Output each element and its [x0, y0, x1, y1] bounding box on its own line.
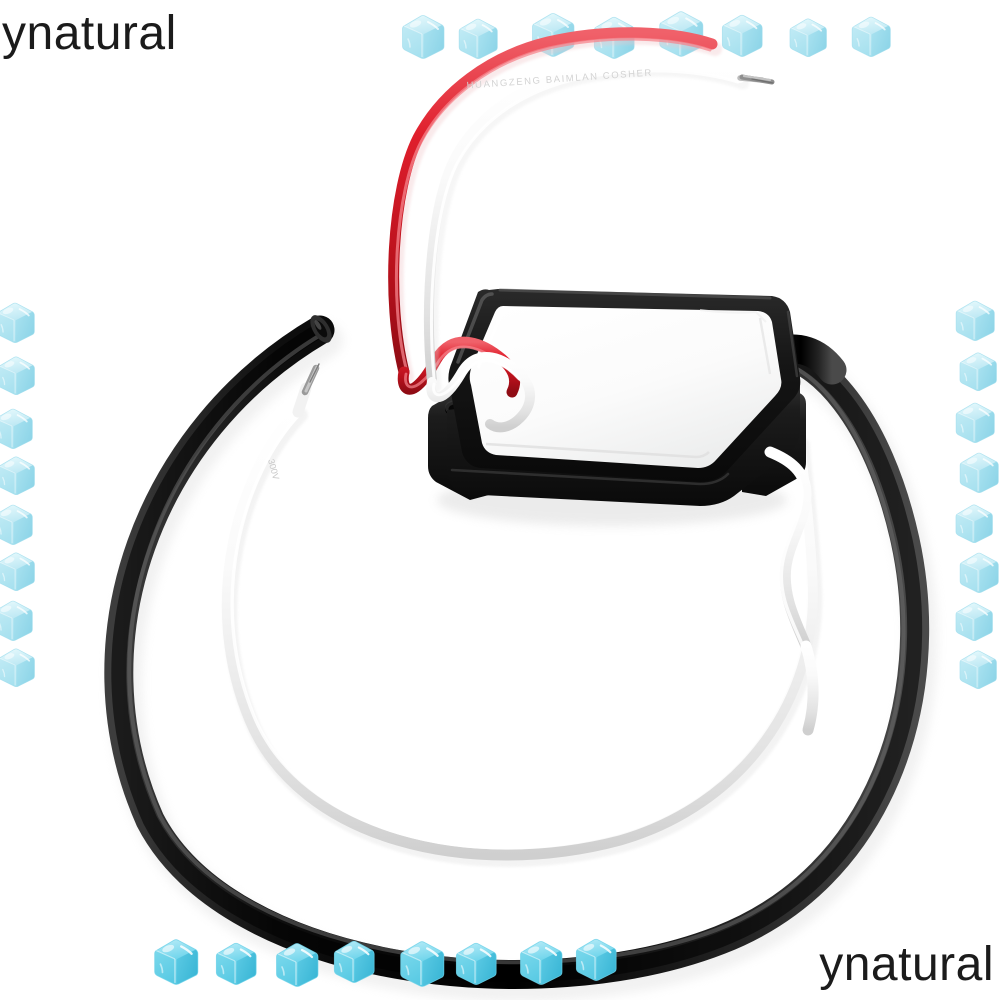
- white-lead-stripped-tip: [737, 74, 775, 85]
- watermark-bottom-right: ynatural: [819, 938, 994, 991]
- top-lead-wires: HUANGZENG BAIMLAN COSHER: [388, 27, 775, 433]
- white-lead-body: [424, 59, 745, 387]
- white-wire-stripped-tip: [292, 363, 320, 418]
- module-enclosure: [428, 288, 806, 526]
- black-cable-cut-end: [310, 315, 332, 343]
- white-wire-right-exit: [764, 446, 819, 736]
- red-wire-body: [388, 27, 718, 378]
- white-wire-bottom-body: [221, 404, 818, 861]
- module-potting-window: [469, 306, 782, 468]
- white-wire-bottom: 300V: [221, 363, 823, 867]
- watermark-top-left: ynatural: [2, 7, 177, 60]
